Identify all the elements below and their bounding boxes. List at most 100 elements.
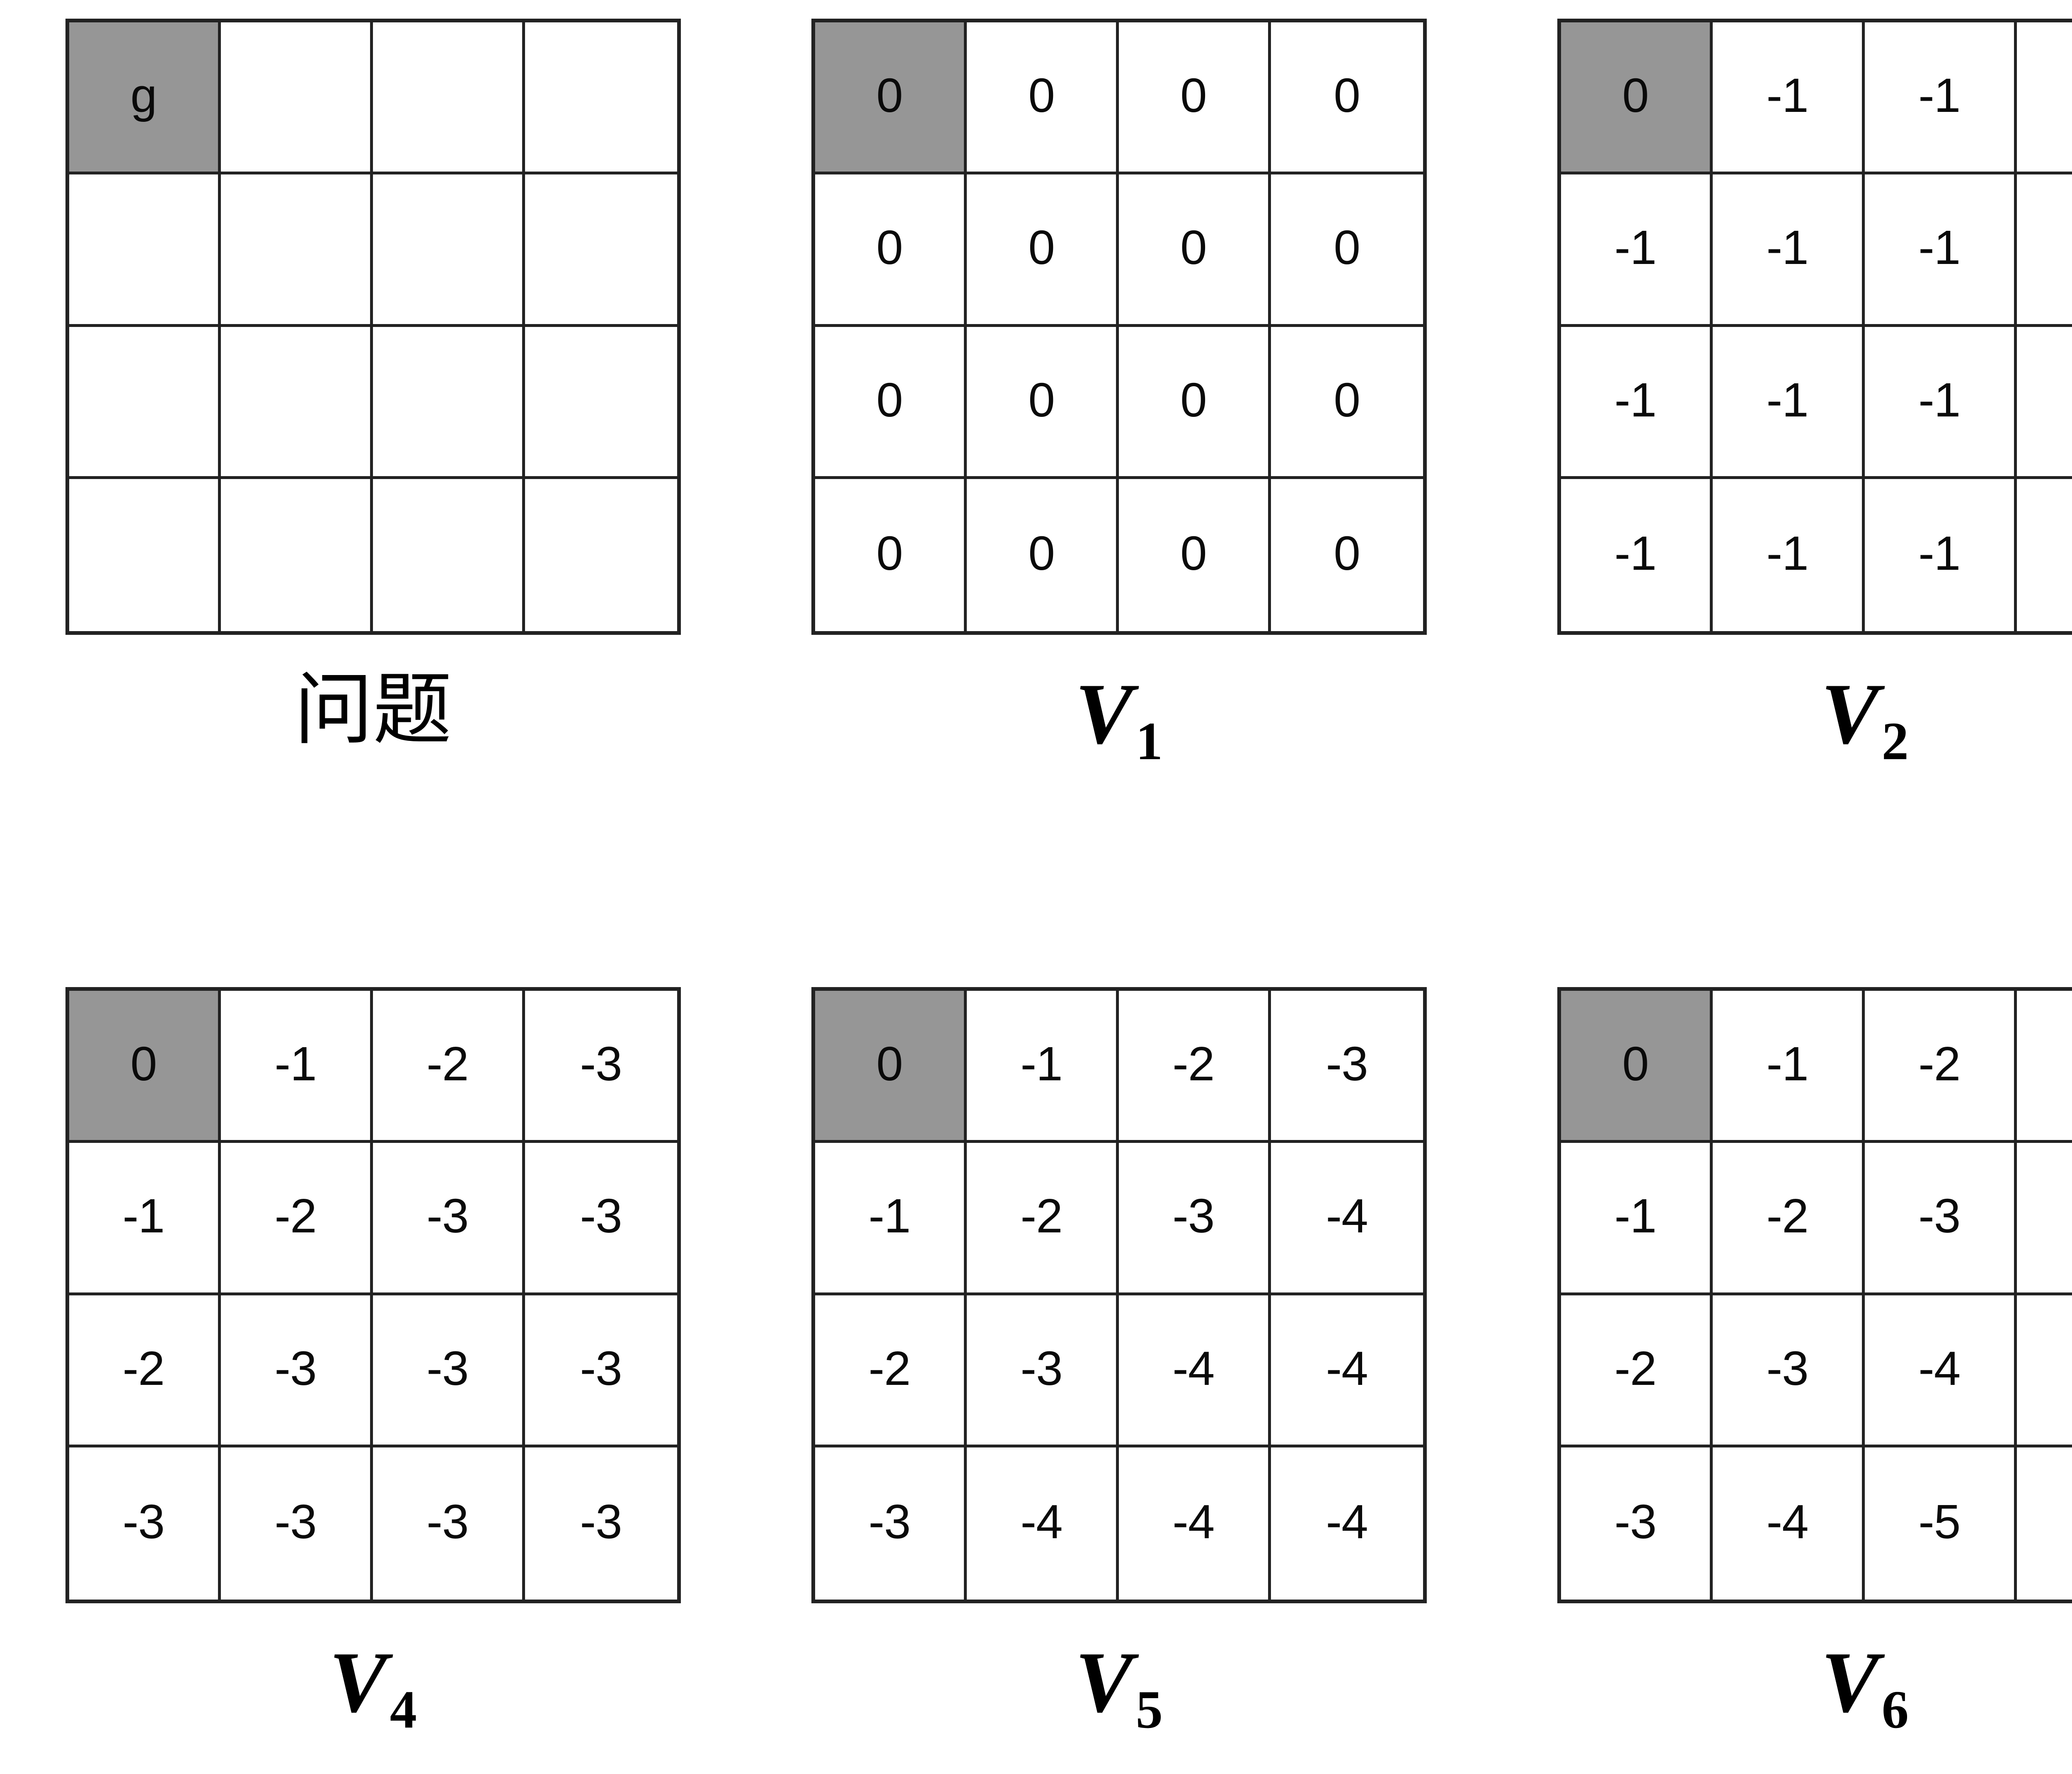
goal-cell: 0 [1561, 22, 1713, 175]
caption-subscript: 6 [1881, 1680, 1909, 1740]
grid-cell: -3 [1119, 1143, 1271, 1295]
cell-value: 0 [1028, 526, 1055, 581]
grid-cell [221, 479, 373, 631]
grid-cell: -1 [1865, 327, 2017, 479]
grid-cell: -1 [1713, 479, 1865, 631]
cell-value: -4 [1326, 1495, 1368, 1549]
caption-subscript: 5 [1135, 1680, 1163, 1740]
grid-cell: -1 [967, 991, 1119, 1143]
grid-panel-v2: 0-1-1-1-1-1-1-1-1-1-1-1-1-1-1-1V2 [1492, 19, 2072, 795]
cell-value: -1 [1766, 526, 1809, 581]
grid-cell: -3 [525, 1143, 677, 1295]
grid-cell [69, 479, 221, 631]
grid-cell: -1 [2016, 327, 2072, 479]
cell-value: -4 [1326, 1341, 1368, 1395]
grid-cell [69, 327, 221, 479]
grid-cell: 0 [1271, 174, 1423, 327]
grid-cell: -1 [1865, 22, 2017, 175]
cell-value: -1 [1766, 373, 1809, 427]
cell-value: 0 [1180, 68, 1207, 123]
grid-cell: -1 [1561, 479, 1713, 631]
cell-value: -2 [1766, 1189, 1809, 1243]
grid-cell [373, 327, 525, 479]
cell-value: -3 [274, 1341, 317, 1395]
cell-value: 0 [1028, 220, 1055, 275]
cell-value: 0 [1028, 68, 1055, 123]
cell-value: -2 [1918, 1037, 1961, 1091]
grid-cell: -2 [1119, 991, 1271, 1143]
grid-cell: -1 [69, 1143, 221, 1295]
grid-cell: -1 [2016, 22, 2072, 175]
grid-cell: 0 [967, 22, 1119, 175]
cell-value: 0 [130, 1037, 157, 1091]
cell-value: -3 [1614, 1495, 1657, 1549]
grid-cell [373, 479, 525, 631]
cell-value: 0 [1180, 373, 1207, 427]
cell-value: -1 [1918, 373, 1961, 427]
panel-caption: 问题 [294, 670, 452, 795]
caption-symbol: V [1075, 1634, 1133, 1730]
grid-cell: -3 [373, 1143, 525, 1295]
grid-cell: -2 [815, 1295, 967, 1447]
cell-value: -1 [868, 1189, 911, 1243]
cell-value: -3 [122, 1495, 165, 1549]
caption-subscript: 4 [390, 1680, 417, 1740]
goal-cell: 0 [1561, 991, 1713, 1143]
cell-value: -1 [122, 1189, 165, 1243]
grid-cell: 0 [1119, 22, 1271, 175]
cell-value: -4 [1172, 1495, 1215, 1549]
grid-cell: -5 [1865, 1447, 2017, 1600]
cell-value: -3 [426, 1341, 469, 1395]
value-grid: 0-1-1-1-1-1-1-1-1-1-1-1-1-1-1-1 [1557, 19, 2072, 635]
grid-cell: -1 [2016, 174, 2072, 327]
grid-cell: -3 [69, 1447, 221, 1600]
cell-value: 0 [876, 526, 903, 581]
grid-cell: -1 [1865, 479, 2017, 631]
cell-value: -3 [1766, 1341, 1809, 1395]
cell-value: -2 [426, 1037, 469, 1091]
grid-cell: -4 [1271, 1295, 1423, 1447]
value-grid: g [65, 19, 681, 635]
grid-cell: 0 [1119, 174, 1271, 327]
cell-value: -4 [1766, 1495, 1809, 1549]
cell-value: -1 [1614, 373, 1657, 427]
cell-value: -1 [274, 1037, 317, 1091]
cell-value: -1 [1766, 1037, 1809, 1091]
grid-cell: -2 [69, 1295, 221, 1447]
grid-cell: -3 [373, 1295, 525, 1447]
grid-cell: -3 [967, 1295, 1119, 1447]
grid-panel-v6: 0-1-2-3-1-2-3-4-2-3-4-5-3-4-5-5V6 [1492, 987, 2072, 1763]
grid-cell: -3 [1271, 991, 1423, 1143]
grid-cell: -3 [1561, 1447, 1713, 1600]
grid-cell: -2 [1713, 1143, 1865, 1295]
grid-cell: 0 [815, 479, 967, 631]
cell-value: -4 [1326, 1189, 1368, 1243]
grid-cell: -2 [1865, 991, 2017, 1143]
cell-value: g [130, 68, 157, 123]
grid-cell: 0 [815, 327, 967, 479]
grid-cell: -4 [1119, 1295, 1271, 1447]
grid-cell: -5 [2016, 1295, 2072, 1447]
grid-cell: -2 [221, 1143, 373, 1295]
cell-value: -1 [1614, 220, 1657, 275]
grid-cell: 0 [815, 174, 967, 327]
grid-cell [221, 22, 373, 175]
cell-value: -3 [1172, 1189, 1215, 1243]
cell-value: -1 [1614, 526, 1657, 581]
grid-cell: -1 [1561, 1143, 1713, 1295]
cell-value: -1 [1918, 526, 1961, 581]
cell-value: -2 [274, 1189, 317, 1243]
grid-cell: -2 [373, 991, 525, 1143]
cell-value: -3 [426, 1495, 469, 1549]
goal-cell: g [69, 22, 221, 175]
cell-value: -3 [426, 1189, 469, 1243]
cell-value: -2 [1020, 1189, 1063, 1243]
cell-value: -2 [868, 1341, 911, 1395]
value-grid: 0-1-2-3-1-2-3-3-2-3-3-3-3-3-3-3 [65, 987, 681, 1603]
